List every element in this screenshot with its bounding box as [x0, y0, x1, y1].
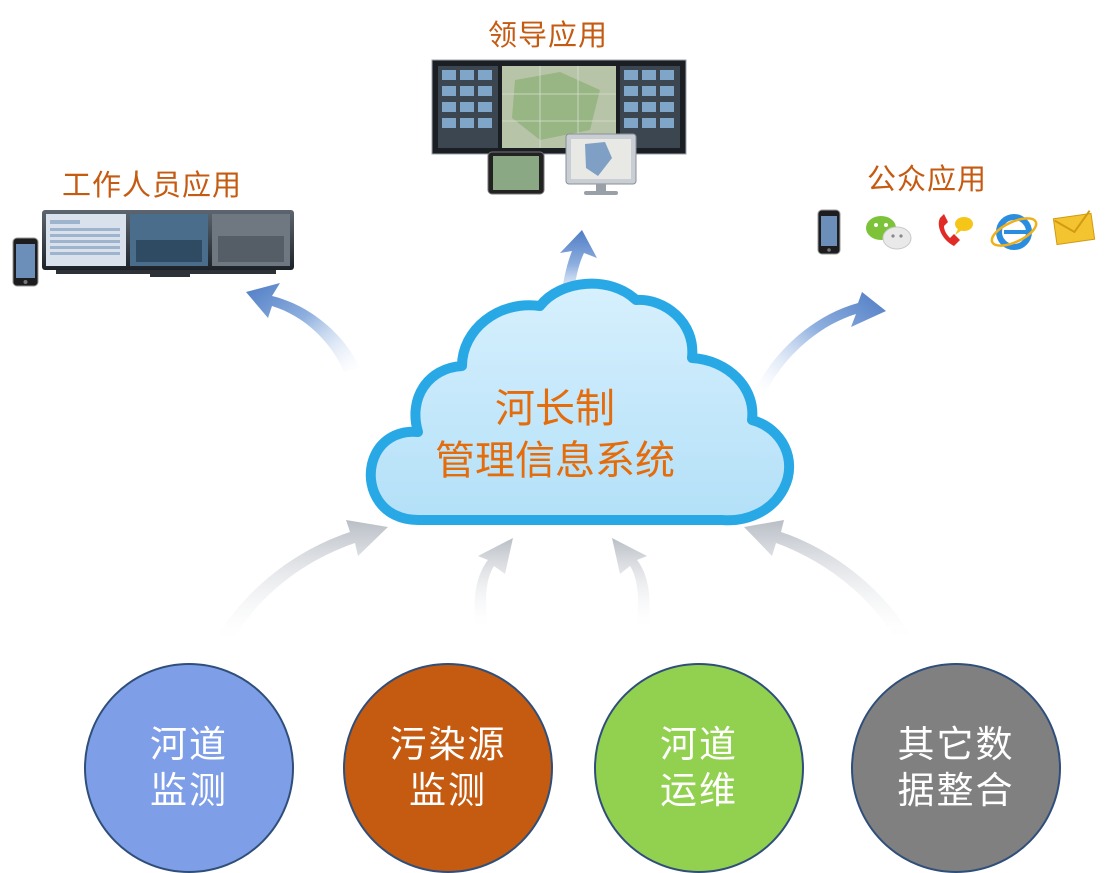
source-circle-pollution-monitoring: 污染源 监测 [343, 663, 553, 873]
cloud-shape [365, 278, 794, 526]
cloud-title-line1: 河长制 [495, 386, 615, 432]
source-circle-other-data: 其它数 据整合 [851, 663, 1061, 873]
cloud-title-line2: 管理信息系统 [435, 438, 675, 484]
email-icon [1052, 210, 1096, 246]
source-label-line1: 河道 [150, 723, 228, 766]
phone-icon [12, 237, 39, 287]
source-circle-river-maintenance: 河道 运维 [594, 663, 804, 873]
workstation-monitors-icon [42, 210, 294, 277]
source-label-line1: 河道 [660, 723, 738, 766]
source-label-line2: 运维 [660, 769, 738, 812]
source-label-line1: 其它数 [897, 723, 1015, 766]
source-label-line1: 污染源 [389, 723, 507, 766]
video-wall-icon [431, 59, 687, 155]
source-label-line2: 监测 [409, 769, 487, 812]
arrow-from-source-1 [218, 520, 388, 642]
arrow-from-source-4 [744, 520, 910, 640]
source-circle-river-monitoring: 河道 监测 [84, 663, 294, 873]
tablet-icon [487, 151, 545, 195]
phone-icon [817, 209, 841, 255]
call-icon [938, 214, 973, 246]
staff-application-label: 工作人员应用 [62, 168, 243, 202]
leader-application-label: 领导应用 [488, 18, 609, 52]
ie-browser-icon [990, 214, 1038, 250]
arrow-to-staff [246, 283, 360, 372]
arrow-from-source-3 [612, 538, 650, 628]
monitor-icon [565, 133, 637, 195]
source-label-line2: 监测 [150, 769, 228, 812]
public-application-label: 公众应用 [867, 162, 988, 196]
arrow-to-public [756, 292, 886, 392]
source-label-line2: 据整合 [897, 769, 1015, 812]
arrow-from-source-2 [474, 538, 513, 628]
wechat-icon [866, 216, 912, 250]
